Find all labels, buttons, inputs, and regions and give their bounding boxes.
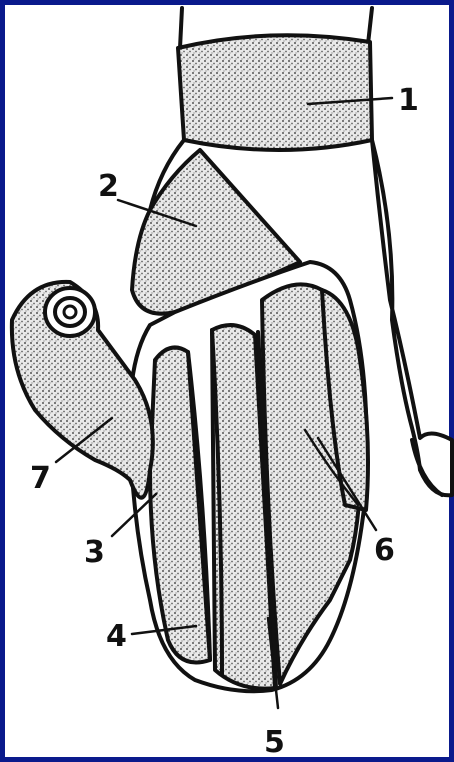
label-2: 2	[98, 169, 119, 204]
roll-end	[45, 288, 95, 336]
label-1: 1	[398, 83, 419, 118]
label-7: 7	[30, 461, 51, 496]
label-6: 6	[374, 533, 395, 568]
wrist-bandage-turn	[178, 35, 372, 150]
label-3: 3	[84, 535, 105, 570]
label-4: 4	[106, 619, 127, 654]
label-5: 5	[264, 725, 285, 760]
